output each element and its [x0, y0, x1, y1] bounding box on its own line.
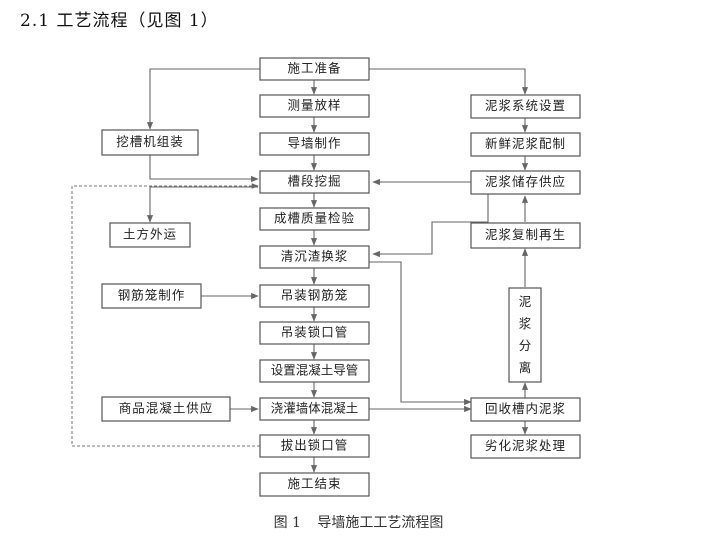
node-waste: 劣化泥浆处理 [470, 434, 581, 459]
node-slurry-store: 泥浆储存供应 [470, 170, 581, 195]
node-separate-label: 泥浆分离 [519, 294, 532, 375]
node-fresh-slurry: 新鲜泥浆配制 [470, 132, 581, 157]
edge-loop-dashed [71, 183, 260, 447]
node-excavate-label: 槽段挖掘 [287, 174, 341, 189]
node-soil: 土方外运 [109, 222, 191, 248]
node-lift-cage: 吊装钢筋笼 [259, 284, 370, 308]
edge-assemble-excavate [149, 155, 259, 183]
node-clean: 清沉渣换浆 [259, 245, 370, 269]
node-rebar-label: 钢筋笼制作 [118, 288, 186, 303]
node-soil-label: 土方外运 [123, 227, 177, 242]
node-rebar: 钢筋笼制作 [101, 283, 202, 309]
edge-start-assemble [146, 68, 260, 130]
node-start: 施工准备 [259, 57, 370, 81]
node-quality-label: 成槽质量检验 [274, 211, 355, 226]
node-assemble: 挖槽机组装 [101, 129, 199, 156]
node-lift-pipe: 吊装锁口管 [259, 321, 370, 345]
node-slurry-system: 泥浆系统设置 [470, 94, 581, 119]
node-assemble-label: 挖槽机组装 [116, 134, 184, 149]
node-pull-pipe-label: 拔出锁口管 [281, 438, 349, 453]
section-title: 2.1 工艺流程（见图 1） [20, 11, 219, 31]
figure-title: 导墙施工工艺流程图 [317, 515, 444, 531]
node-pour: 浇灌墙体混凝土 [259, 397, 370, 421]
figure-number: 图 1 [273, 515, 301, 531]
node-recover-label: 回收槽内泥浆 [485, 401, 566, 416]
node-lift-pipe-label: 吊装锁口管 [281, 325, 349, 340]
node-separate: 泥浆分离 [508, 287, 542, 383]
node-quality: 成槽质量检验 [259, 207, 370, 231]
edge-clean-recover [369, 261, 472, 406]
node-set-conduit: 设置混凝土导管 [259, 359, 370, 383]
node-lift-cage-label: 吊装钢筋笼 [281, 288, 349, 303]
node-pour-label: 浇灌墙体混凝土 [271, 401, 359, 416]
edge-excavate-soil [146, 186, 258, 223]
node-clean-label: 清沉渣换浆 [281, 249, 349, 264]
node-waste-label: 劣化泥浆处理 [485, 438, 566, 453]
node-slurry-system-label: 泥浆系统设置 [485, 98, 566, 113]
node-concrete: 商品混凝土供应 [101, 396, 231, 422]
node-recover: 回收槽内泥浆 [470, 397, 581, 422]
node-survey: 测量放样 [259, 94, 370, 118]
node-fresh-slurry-label: 新鲜泥浆配制 [485, 136, 566, 151]
node-end: 施工结束 [259, 472, 370, 497]
edge-start-slurrysys [369, 68, 529, 95]
node-guide-wall-label: 导墙制作 [287, 136, 341, 151]
node-guide-wall: 导墙制作 [259, 132, 370, 156]
edge-store-clean [372, 194, 489, 258]
node-pull-pipe: 拔出锁口管 [259, 434, 370, 458]
node-slurry-regen: 泥浆复制再生 [470, 222, 581, 249]
node-slurry-regen-label: 泥浆复制再生 [485, 227, 566, 242]
figure-caption: 图 1 导墙施工工艺流程图 [0, 512, 717, 532]
node-slurry-store-label: 泥浆储存供应 [485, 174, 566, 189]
node-survey-label: 测量放样 [287, 98, 341, 113]
flow-edges [71, 68, 529, 473]
node-excavate: 槽段挖掘 [259, 170, 370, 194]
node-end-label: 施工结束 [287, 476, 341, 491]
node-concrete-label: 商品混凝土供应 [119, 401, 214, 416]
node-start-label: 施工准备 [287, 61, 341, 76]
node-set-conduit-label: 设置混凝土导管 [271, 363, 359, 378]
